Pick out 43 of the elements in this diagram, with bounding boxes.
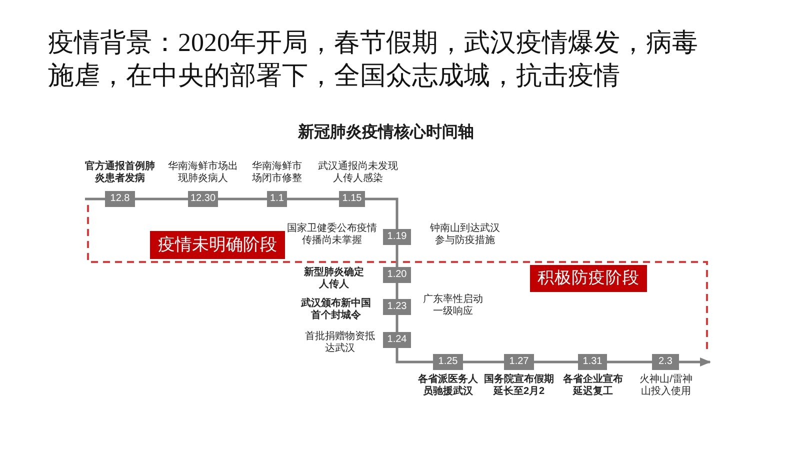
timeline-line: [396, 348, 433, 364]
date-box: 1.25: [433, 354, 463, 370]
timeline-line: [396, 245, 398, 267]
timeline-line: [218, 198, 267, 200]
date-box: 1.15: [339, 191, 365, 207]
date-box: 1.19: [383, 229, 411, 245]
timeline-line: [365, 198, 398, 229]
event-label: 各省派医务人员驰援武汉: [417, 374, 479, 398]
event-label: 官方通报首例肺炎患者发病: [84, 161, 156, 185]
heading: 疫情背景：2020年开局，春节假期，武汉疫情爆发，病毒施虐，在中央的部署下，全国众志成城，抗击疫情: [48, 27, 699, 92]
event-label: 钟南山到达武汉参与防疫措施: [429, 223, 501, 247]
arrow: [679, 358, 711, 366]
event-label: 国务院宣布假期延长至2月2: [483, 374, 555, 398]
date-box: 1.20: [383, 267, 411, 283]
date-box: 1.31: [578, 354, 607, 370]
timeline-line: [396, 283, 398, 299]
timeline-line: [463, 360, 504, 364]
timeline-line: [534, 360, 578, 364]
event-label: 华南海鲜市场出现肺炎病人: [167, 161, 239, 185]
event-label: 火神山/雷神山投入使用: [638, 374, 694, 398]
date-box: 1.23: [383, 299, 411, 315]
date-box: 1.27: [504, 354, 534, 370]
event-label: 新型肺炎确定人传人: [303, 267, 365, 291]
timeline-title: 新冠肺炎疫情核心时间轴: [298, 124, 474, 142]
date-box: 12.30: [188, 191, 218, 207]
event-label: 武汉颁布新中国首个封城令: [300, 298, 372, 322]
timeline-line: [396, 315, 398, 332]
date-box: 1.1: [267, 191, 287, 207]
event-label: 华南海鲜市场闭市修整: [251, 161, 303, 185]
event-label: 各省企业宣布延迟复工: [562, 374, 624, 398]
date-box: 1.24: [383, 332, 411, 348]
stage-banner: 疫情未明确阶段: [150, 231, 285, 259]
timeline-line: [135, 198, 188, 200]
stage-banner: 积极防疫阶段: [530, 265, 647, 292]
event-label: 国家卫健委公布疫情传播尚未掌握: [286, 223, 378, 247]
timeline-line: [287, 198, 339, 200]
event-label: 广东率性启动一级响应: [422, 294, 484, 318]
date-box: 12.8: [105, 191, 135, 207]
date-box: 2.3: [652, 354, 679, 370]
timeline-line: [607, 360, 652, 364]
timeline-line: [85, 198, 105, 200]
event-label: 首批捐赠物资抵达武汉: [304, 331, 376, 355]
event-label: 武汉通报尚未发现人传人感染: [317, 161, 399, 185]
